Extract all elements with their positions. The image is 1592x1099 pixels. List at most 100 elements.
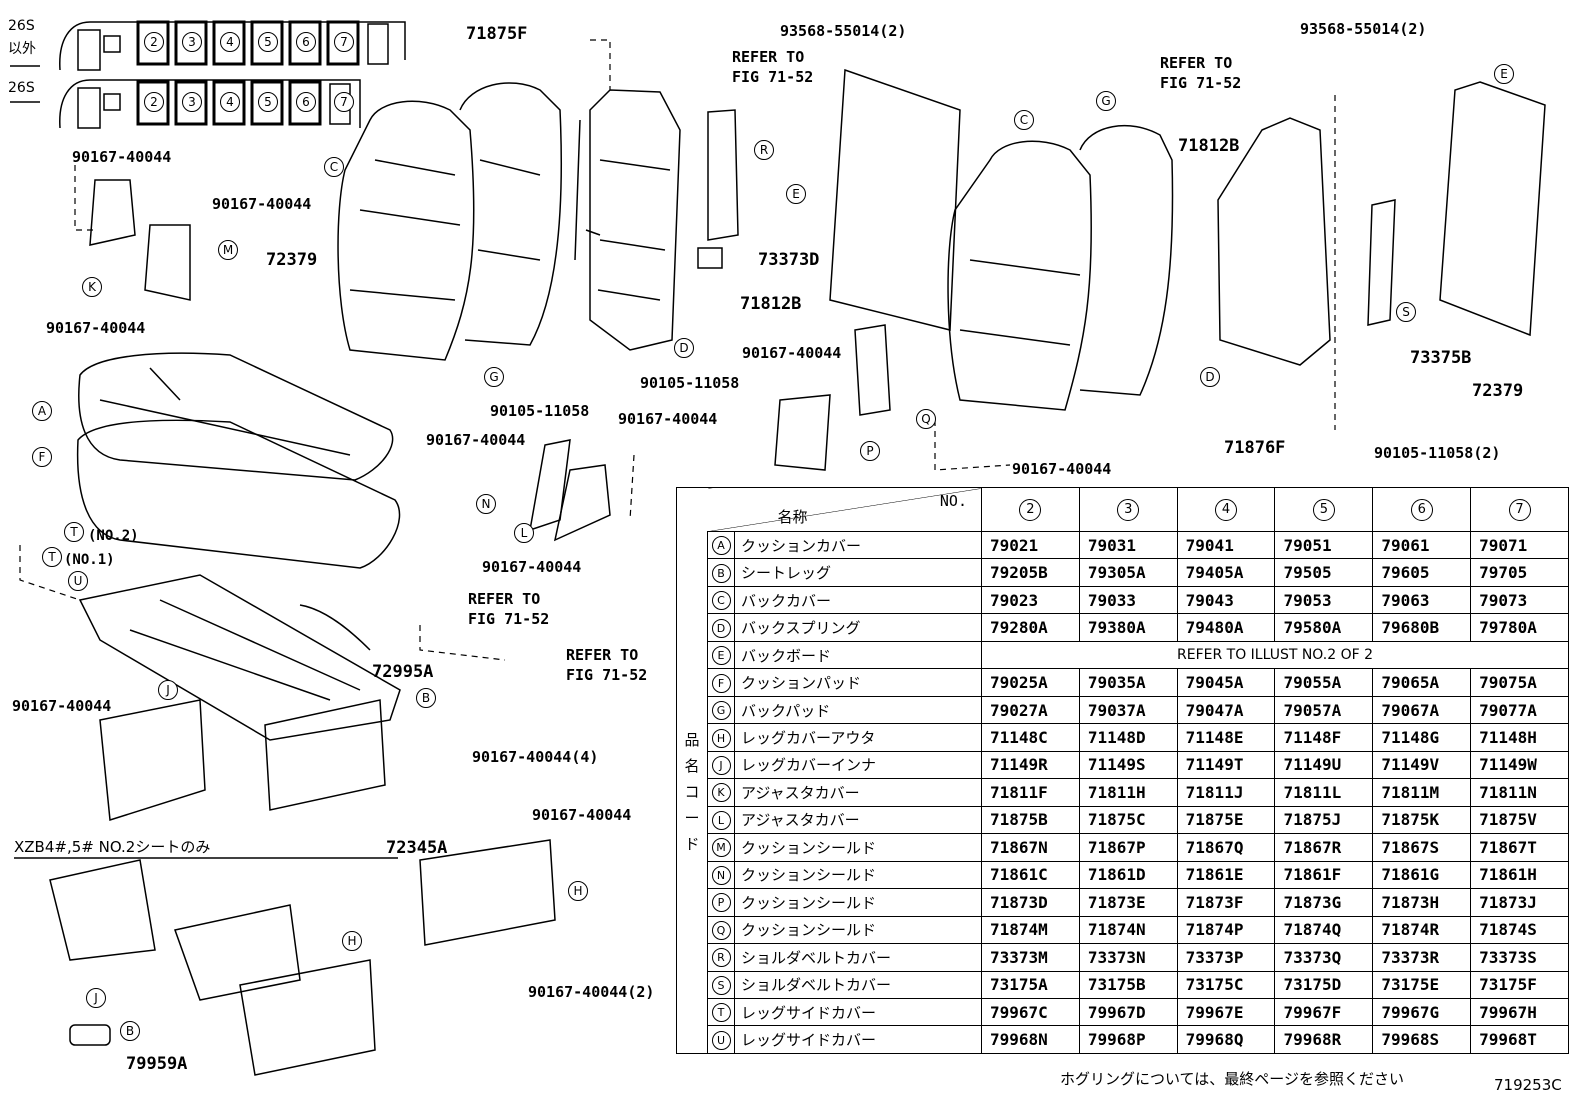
- part-code-cell: 79968R: [1274, 1025, 1374, 1054]
- adjuster-cover-L: [553, 464, 611, 542]
- part-code-cell: 79041: [1176, 530, 1276, 560]
- label-t-no1: (NO.1): [64, 552, 115, 568]
- part-code-cell: 71148D: [1078, 723, 1178, 752]
- row-key-circle: B: [711, 563, 731, 583]
- label-refer-2b: FIG 71-52: [1160, 74, 1242, 92]
- part-code-cell: 71875V: [1470, 805, 1569, 835]
- callout-L: L: [514, 523, 534, 543]
- label-72345A: 72345A: [386, 838, 448, 858]
- part-code-cell: 71811F: [981, 778, 1080, 807]
- row-key: A: [707, 530, 735, 560]
- row-key-circle: N: [711, 865, 731, 885]
- col-seat-2: 2: [981, 487, 1080, 532]
- part-code-cell: 79061: [1372, 530, 1472, 560]
- label-90167-i: 90167-40044(4): [472, 748, 599, 766]
- row-key: F: [707, 668, 735, 697]
- part-code-cell: 79967G: [1372, 997, 1472, 1027]
- part-code-cell: 79405A: [1176, 558, 1276, 587]
- inset-seat-leg: [174, 904, 301, 1001]
- label-refer-1b: FIG 71-52: [732, 68, 814, 86]
- part-code-cell: 71873E: [1078, 888, 1178, 917]
- callout-Q: Q: [916, 409, 936, 429]
- callout-F: F: [32, 447, 52, 467]
- part-code-cell: 71873D: [981, 888, 1080, 917]
- row-key: M: [707, 833, 735, 862]
- callout-M: M: [218, 240, 238, 260]
- part-code-cell: 71867Q: [1176, 833, 1276, 862]
- leg-cover-outer: [264, 699, 386, 811]
- part-code-cell: 79605: [1372, 558, 1472, 587]
- part-code-cell: 79077A: [1470, 695, 1569, 725]
- part-code-cell: 71811J: [1176, 778, 1276, 807]
- part-code-cell: 71867T: [1470, 833, 1569, 862]
- callout-N: N: [476, 494, 496, 514]
- row-key: D: [707, 613, 735, 642]
- part-code-cell: 71875K: [1372, 805, 1472, 835]
- part-code-cell: 73373M: [981, 943, 1080, 972]
- part-code-cell: 79027A: [981, 695, 1080, 725]
- inset-leg-cover-J: [49, 859, 156, 961]
- row-key-circle: E: [711, 646, 731, 666]
- part-code-cell: 71874P: [1176, 915, 1276, 945]
- back-board-left: [829, 68, 961, 331]
- row-name: レッグカバーアウタ: [734, 723, 982, 752]
- part-code-cell: 71875J: [1274, 805, 1374, 835]
- callout-G-right: G: [1096, 91, 1116, 111]
- part-code-cell: 79065A: [1372, 668, 1472, 697]
- row-key: H: [707, 723, 735, 752]
- row-key-circle: J: [711, 755, 731, 775]
- part-code-cell: 71149U: [1274, 750, 1374, 780]
- side-char: ー: [684, 809, 700, 828]
- label-79959A: 79959A: [126, 1054, 188, 1074]
- label-t-no2: (NO.2): [88, 528, 139, 544]
- v2-num-5: 5: [258, 92, 278, 112]
- variant-strip-1: [59, 20, 406, 71]
- back-board-right: [1439, 81, 1546, 337]
- row-key-circle: Q: [711, 920, 731, 940]
- row-name: クッションパッド: [734, 668, 982, 697]
- part-code-cell: 71861E: [1176, 860, 1276, 890]
- part-code-cell: 73175C: [1176, 970, 1276, 999]
- callout-R: R: [754, 140, 774, 160]
- part-code-cell: 79680B: [1372, 613, 1472, 642]
- v2-num-3: 3: [182, 92, 202, 112]
- leg-cover-H: [419, 839, 556, 946]
- part-code-cell: 71149R: [981, 750, 1080, 780]
- part-code-cell: 79051: [1274, 530, 1374, 560]
- label-71875F: 71875F: [466, 24, 528, 44]
- v2-num-4: 4: [220, 92, 240, 112]
- row-name: クッションシールド: [734, 888, 982, 917]
- part-code-cell: 71811N: [1470, 778, 1569, 807]
- row-key-circle: U: [711, 1030, 731, 1050]
- part-code-cell: 79580A: [1274, 613, 1374, 642]
- row-key: R: [707, 943, 735, 972]
- part-code-cell: 79967F: [1274, 997, 1374, 1027]
- callout-T-no1: T: [42, 547, 62, 567]
- part-code-cell: 79073: [1470, 585, 1569, 615]
- part-code-cell: 79037A: [1078, 695, 1178, 725]
- row-name: レッグカバーインナ: [734, 750, 982, 780]
- shield-Q: [854, 324, 891, 416]
- row-key-circle: T: [711, 1003, 731, 1023]
- variant-strip-2: [59, 79, 361, 129]
- part-code-cell: 71148F: [1274, 723, 1374, 752]
- back-frame-left: [574, 89, 681, 351]
- part-code-cell: 79380A: [1078, 613, 1178, 642]
- side-char: 品: [684, 731, 700, 750]
- label-90167-g: 90167-40044: [1012, 460, 1112, 478]
- part-code-cell: 71148H: [1470, 723, 1569, 752]
- label-90167-f: 90167-40044: [426, 431, 526, 449]
- callout-D-left: D: [674, 338, 694, 358]
- label-refer-4: REFER TO: [566, 646, 639, 664]
- part-code-cell: 71874M: [981, 915, 1080, 945]
- part-code-cell: 79023: [981, 585, 1080, 615]
- callout-D-right: D: [1200, 367, 1220, 387]
- row-key-circle: L: [711, 810, 731, 830]
- label-90105-b: 90105-11058: [490, 402, 590, 420]
